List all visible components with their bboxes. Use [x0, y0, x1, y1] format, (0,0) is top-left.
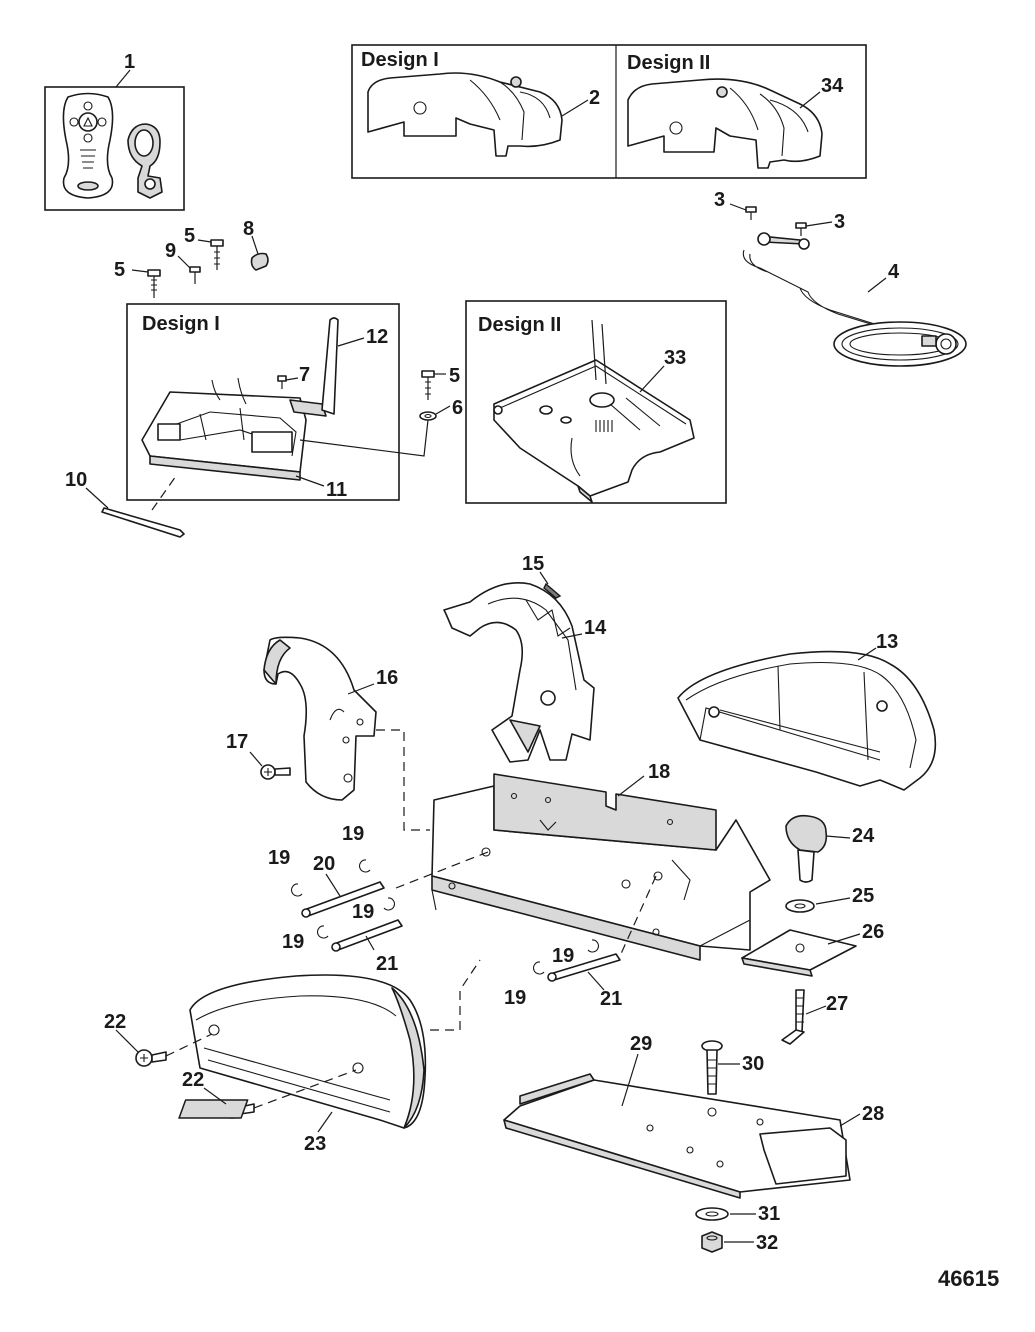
callout-22-right: 22	[182, 1069, 204, 1091]
part-10-cable-tie	[101, 475, 185, 538]
part-24-27-clamp-hardware	[741, 814, 857, 1045]
callout-3-right: 3	[834, 211, 845, 233]
part-17-screw	[260, 764, 291, 780]
callout-numbers: 1 2 34 3 3 4 5 5 8 9 12 7 5 6 10 11 33 1…	[65, 51, 900, 1254]
callout-7: 7	[299, 364, 310, 386]
callout-11: 11	[326, 479, 347, 501]
part-16-side-plate	[263, 636, 430, 831]
callout-21-left: 21	[376, 953, 398, 975]
callout-10: 10	[65, 469, 87, 491]
callout-31: 31	[758, 1203, 780, 1225]
callout-33: 33	[664, 347, 686, 369]
callout-19-right-upper: 19	[552, 945, 574, 967]
callout-34: 34	[821, 75, 844, 97]
part-31-32-washer-nut	[695, 1207, 729, 1253]
callout-26: 26	[862, 921, 884, 943]
callout-15: 15	[522, 553, 544, 575]
callout-19-mid: 19	[352, 901, 374, 923]
callout-19-left: 19	[268, 847, 290, 869]
callout-16: 16	[376, 667, 398, 689]
callout-28: 28	[862, 1103, 884, 1125]
part-18-channel-bracket	[431, 773, 771, 961]
part-4-wire-harness	[742, 232, 967, 367]
design-i-board-label: Design I	[142, 313, 220, 335]
callout-29: 29	[630, 1033, 652, 1055]
callout-1: 1	[124, 51, 135, 73]
callout-6: 6	[452, 397, 463, 419]
callout-19-top: 19	[342, 823, 364, 845]
part-20-21-pins-and-19-clips	[291, 851, 657, 982]
callout-4: 4	[888, 261, 900, 283]
design-ii-cover-label: Design II	[627, 52, 710, 74]
callout-14: 14	[584, 617, 607, 639]
callout-12: 12	[366, 326, 388, 348]
part-14-bracket	[443, 582, 595, 763]
callout-19-right-lower: 19	[504, 987, 526, 1009]
callout-23: 23	[304, 1133, 326, 1155]
callout-22-left: 22	[104, 1011, 126, 1033]
part-33-board-design-ii	[493, 319, 695, 503]
callout-27: 27	[826, 993, 848, 1015]
callout-13: 13	[876, 631, 898, 653]
callout-3-left: 3	[714, 189, 725, 211]
part-3-screws	[745, 206, 807, 236]
part-5-9-8-hardware	[147, 239, 269, 298]
part-13-side-cover	[677, 650, 937, 791]
callout-5-right: 5	[449, 365, 460, 387]
design-i-cover-label: Design I	[361, 49, 439, 71]
callout-5-far-left: 5	[114, 259, 125, 281]
part-34-cover-design-ii	[627, 78, 823, 169]
figure-id: 46615	[938, 1266, 999, 1291]
part-2-cover-design-i	[367, 72, 563, 157]
part-1-remote-and-fob	[44, 86, 185, 211]
part-28-30-base-plate	[178, 1040, 851, 1199]
callout-5-top: 5	[184, 225, 195, 247]
part-23-front-cover	[189, 959, 481, 1129]
callout-9: 9	[165, 240, 176, 262]
callout-32: 32	[756, 1232, 778, 1254]
callout-25: 25	[852, 885, 874, 907]
callout-24: 24	[852, 825, 875, 847]
part-5-6-screw-washer	[299, 370, 437, 457]
design-ii-board-label: Design II	[478, 314, 561, 336]
callout-leader-lines	[85, 69, 887, 1243]
callout-2: 2	[589, 87, 600, 109]
callout-20: 20	[313, 853, 335, 875]
callout-18: 18	[648, 761, 670, 783]
callout-19-lower-left: 19	[282, 931, 304, 953]
part-15-screw	[543, 582, 562, 599]
callout-30: 30	[742, 1053, 764, 1075]
callout-21-right: 21	[600, 988, 622, 1010]
callout-8: 8	[243, 218, 254, 240]
callout-17: 17	[226, 731, 248, 753]
part-11-12-board-design-i	[141, 317, 339, 481]
